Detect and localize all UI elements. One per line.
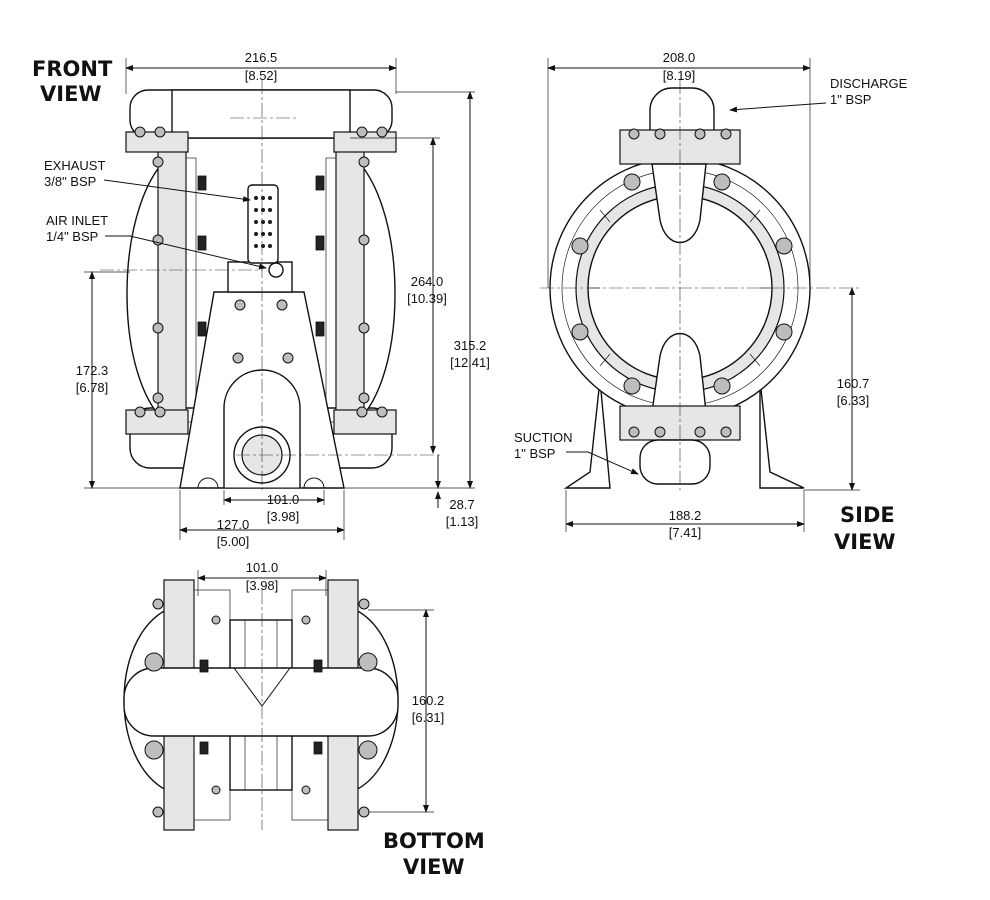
discharge-leader — [729, 102, 827, 113]
dim-bottom-101-in: [3.98] — [246, 578, 279, 593]
callout-labels: EXHAUST 3/8" BSP AIR INLET 1/4" BSP DISC… — [44, 76, 908, 461]
exhaust-label: EXHAUST — [44, 158, 105, 173]
air-inlet-label: AIR INLET — [46, 213, 108, 228]
bottom-view-title-line1: BOTTOM — [383, 829, 485, 853]
front-left-clamp — [157, 149, 187, 431]
view-titles: FRONT VIEW SIDE VIEW BOTTOM VIEW — [32, 57, 896, 879]
exhaust-leader — [103, 179, 251, 203]
suction-leader — [566, 451, 639, 475]
side-dimensions — [547, 58, 860, 532]
dim-front-315: 315.2 — [454, 338, 487, 353]
dim-front-width-in: [8.52] — [245, 68, 278, 83]
air-inlet-size: 1/4" BSP — [46, 229, 98, 244]
dim-side-160-in: [6.33] — [837, 393, 870, 408]
side-ring-bolts — [571, 173, 793, 395]
front-view-title-line2: VIEW — [40, 82, 102, 106]
dim-front-264-in: [10.39] — [407, 291, 447, 306]
discharge-size: 1" BSP — [830, 92, 871, 107]
side-view-title-line1: SIDE — [840, 503, 895, 527]
side-right-leg — [759, 379, 805, 489]
front-view-title-line1: FRONT — [32, 57, 113, 81]
dim-front-28: 28.7 — [449, 497, 474, 512]
side-view — [540, 80, 860, 490]
dim-bottom-160-in: [6.31] — [412, 710, 445, 725]
side-left-leg — [563, 379, 611, 489]
suction-label: SUCTION — [514, 430, 573, 445]
side-view-title-line2: VIEW — [834, 530, 896, 554]
dim-front-127-in: [5.00] — [217, 534, 250, 549]
dim-front-width: 216.5 — [245, 50, 278, 65]
exhaust-size: 3/8" BSP — [44, 174, 96, 189]
front-bolts — [134, 126, 388, 418]
dim-front-264: 264.0 — [411, 274, 444, 289]
dim-side-160: 160.7 — [837, 376, 870, 391]
dim-front-101-in: [3.98] — [267, 509, 300, 524]
bottom-dimensions — [197, 570, 434, 813]
dim-side-188: 188.2 — [669, 508, 702, 523]
front-right-clamp — [335, 149, 365, 431]
dim-front-28-in: [1.13] — [446, 514, 479, 529]
side-suction-port — [639, 439, 711, 485]
front-view — [100, 80, 440, 490]
dim-side-188-in: [7.41] — [669, 525, 702, 540]
suction-size: 1" BSP — [514, 446, 555, 461]
bottom-bolts — [144, 598, 378, 818]
dim-bottom-160: 160.2 — [412, 693, 445, 708]
dim-front-127: 127.0 — [217, 517, 250, 532]
dimension-labels: 216.5 [8.52] 264.0 [10.39] 315.2 [12.41]… — [76, 50, 870, 725]
bottom-view — [123, 579, 399, 831]
air-inlet-leader — [105, 235, 267, 270]
dim-side-208: 208.0 — [663, 50, 696, 65]
front-air-inlet-fitting — [268, 262, 284, 278]
front-dimensions — [84, 58, 475, 540]
dim-front-101: 101.0 — [267, 492, 300, 507]
bottom-manifold-bar — [123, 667, 399, 737]
dim-front-172-in: [6.78] — [76, 380, 109, 395]
dim-front-315-in: [12.41] — [450, 355, 490, 370]
front-top-manifold-center — [171, 89, 351, 139]
dim-bottom-101: 101.0 — [246, 560, 279, 575]
bottom-view-title-line2: VIEW — [403, 855, 465, 879]
dim-front-172: 172.3 — [76, 363, 109, 378]
dim-side-208-in: [8.19] — [663, 68, 696, 83]
discharge-label: DISCHARGE — [830, 76, 908, 91]
side-upper-bulge — [651, 163, 707, 244]
side-lower-bulge — [651, 332, 707, 413]
